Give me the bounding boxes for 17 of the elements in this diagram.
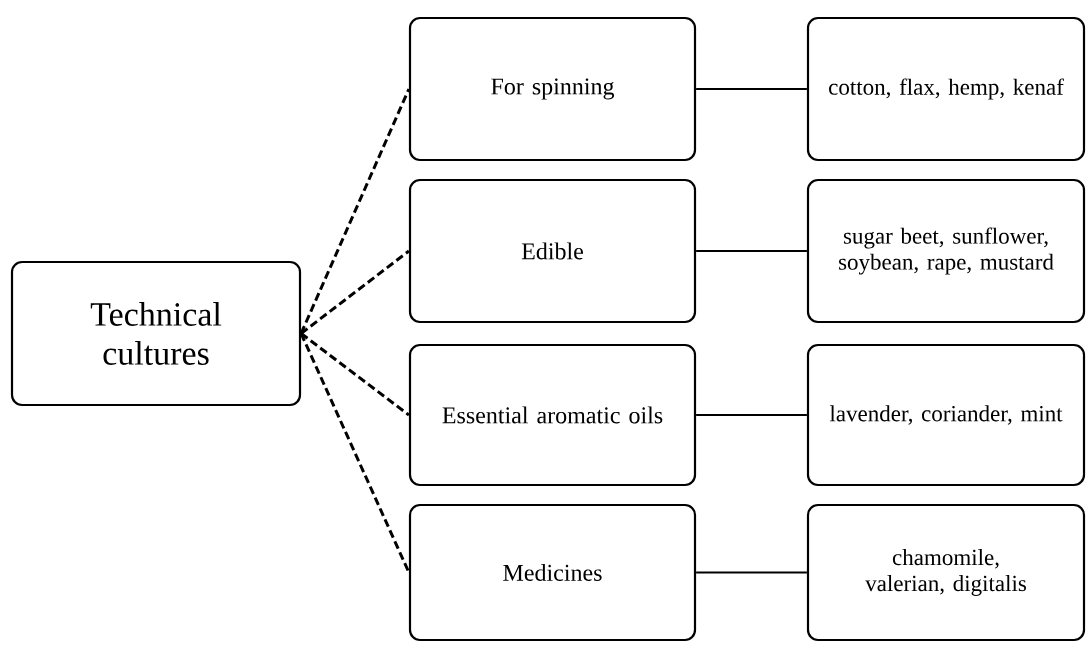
category-box: lavender, coriander, mint <box>806 343 1086 487</box>
category-box: For spinning <box>408 16 697 162</box>
connector <box>695 571 808 574</box>
category-box: Edible <box>408 178 697 324</box>
connector <box>299 88 411 335</box>
connector <box>695 250 808 252</box>
connector <box>300 332 410 417</box>
category-box: Medicines <box>408 503 697 642</box>
connector <box>300 249 410 335</box>
category-box: Essential aromatic oils <box>408 343 697 487</box>
connector <box>695 88 808 90</box>
category-box: cotton, flax, hemp, kenaf <box>806 16 1086 162</box>
connector <box>695 414 808 416</box>
category-box: sugar beet, sunflower, soybean, rape, mustard <box>806 178 1086 324</box>
category-box: Technical cultures <box>10 260 302 407</box>
category-box: chamomile, valerian, digitalis <box>806 503 1086 642</box>
connector <box>299 332 411 574</box>
